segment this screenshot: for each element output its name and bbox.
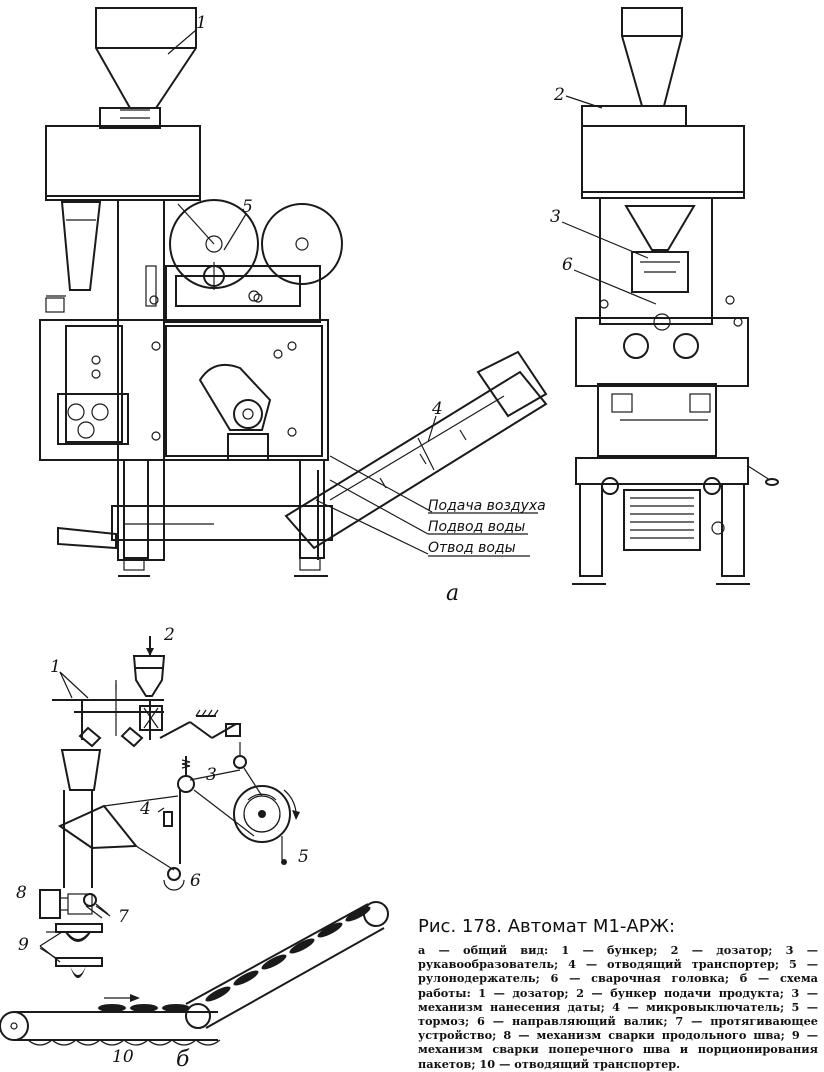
dispenser-housing: [45, 125, 201, 201]
cross-seal-jaw-bottom: [55, 957, 103, 967]
label-a-1: 1: [196, 13, 207, 33]
front-view: [39, 7, 548, 577]
machine-base: [111, 505, 333, 541]
product-bunker: [132, 655, 166, 697]
sleeve-former: [57, 804, 139, 850]
label-a-3: 3: [550, 207, 561, 227]
scheme-view: [0, 636, 389, 1046]
main-cabinet: [39, 319, 329, 461]
view-a-labels: 1 5 4 2 3 6 Подача воздуха Подвод воды О…: [196, 13, 573, 606]
label-b-6: 6: [190, 871, 201, 891]
hopper-side: [621, 7, 683, 107]
label-b-5: 5: [298, 847, 309, 867]
hopper-front: [95, 7, 197, 109]
callout-water-in: Подвод воды: [428, 519, 525, 535]
figure-caption: Рис. 178. Автомат М1-АРЖ: а — общий вид:…: [418, 916, 818, 1071]
outlet-conveyor: [284, 370, 548, 550]
side-view: [561, 7, 779, 585]
side-housing: [581, 125, 745, 199]
caption-body: а — общий вид: 1 — бункер; 2 — дозатор; …: [418, 943, 818, 1071]
view-b-labels: 2 1 3 4 5 6 8 7 9 10 б: [16, 625, 309, 1072]
film-roll: [233, 785, 291, 843]
drive-unit: [57, 393, 129, 445]
roll-right: [261, 203, 343, 285]
cross-seal-jaw-top: [55, 923, 103, 933]
weld-wheel: [233, 399, 263, 429]
label-a-5: 5: [242, 197, 253, 217]
callout-water-out: Отвод воды: [428, 540, 516, 556]
label-b-10: 10: [112, 1047, 134, 1067]
callout-air: Подача воздуха: [428, 498, 546, 514]
label-b-3: 3: [206, 765, 217, 785]
label-b-1: 1: [50, 657, 61, 677]
label-b-4: 4: [139, 799, 151, 819]
caption-title: Рис. 178. Автомат М1-АРЖ:: [418, 916, 676, 937]
forming-sleeve: [198, 364, 272, 431]
label-b-9: 9: [18, 935, 29, 955]
longitudinal-sealer: [39, 889, 61, 919]
label-b-7: 7: [118, 907, 129, 927]
main-column: [117, 199, 165, 561]
view-letter-a: а: [446, 581, 459, 606]
label-a-2: 2: [553, 85, 565, 105]
pull-device: [623, 489, 701, 551]
label-a-6: 6: [562, 255, 573, 275]
label-b-8: 8: [16, 883, 27, 903]
forming-funnel: [60, 749, 102, 791]
label-b-2: 2: [163, 625, 175, 645]
label-a-4: 4: [431, 399, 443, 419]
side-cabinet: [575, 317, 749, 387]
view-letter-b: б: [176, 1047, 190, 1072]
chute: [60, 201, 102, 291]
date-roller: [177, 775, 195, 793]
pull-roller: [83, 893, 97, 907]
